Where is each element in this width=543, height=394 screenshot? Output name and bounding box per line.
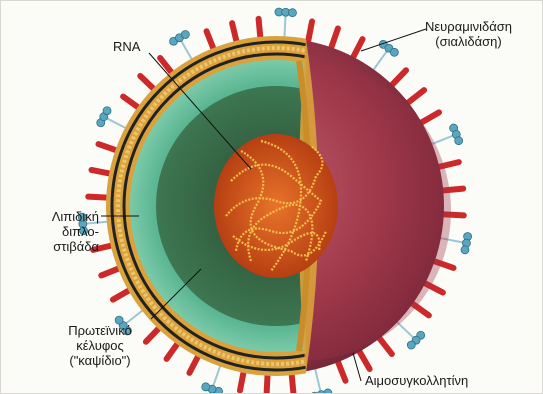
hemagglutinin-spike <box>359 350 370 369</box>
hemagglutinin-spike <box>308 21 312 43</box>
neuraminidase-head <box>461 246 469 254</box>
label-protein-shell: Πρωτεϊνικό κέλυφος ("καψίδιο") <box>41 323 159 368</box>
neuraminidase-head <box>288 9 296 17</box>
hemagglutinin-spike <box>391 70 406 86</box>
rna-core <box>214 134 338 278</box>
neuraminidase-head <box>407 341 415 349</box>
label-rna: RNA <box>113 39 140 54</box>
hemagglutinin-spike <box>352 39 362 59</box>
hemagglutinin-spike <box>378 337 392 354</box>
neuraminidase-head <box>455 137 463 145</box>
label-neuraminidase: Νευραμινιδάση (σιαλιδάση) <box>425 19 512 49</box>
hemagglutinin-spike <box>407 90 424 104</box>
neuraminidase-head <box>181 30 189 38</box>
neuraminidase-stalk <box>315 367 321 392</box>
hemagglutinin-spike <box>331 28 338 49</box>
neuraminidase-head <box>390 48 398 56</box>
hemagglutinin-spike <box>420 112 439 123</box>
hemagglutinin-spike <box>337 360 345 380</box>
neuraminidase-head <box>202 383 210 391</box>
label-lipid-bilayer: Λιπιδική διπλο- στιβάδα <box>21 209 99 254</box>
label-hemagglutinin: Αιμοσυγκολλητίνη <box>365 373 468 388</box>
neuraminidase-head <box>103 107 111 115</box>
neuraminidase-stalk <box>373 50 388 71</box>
